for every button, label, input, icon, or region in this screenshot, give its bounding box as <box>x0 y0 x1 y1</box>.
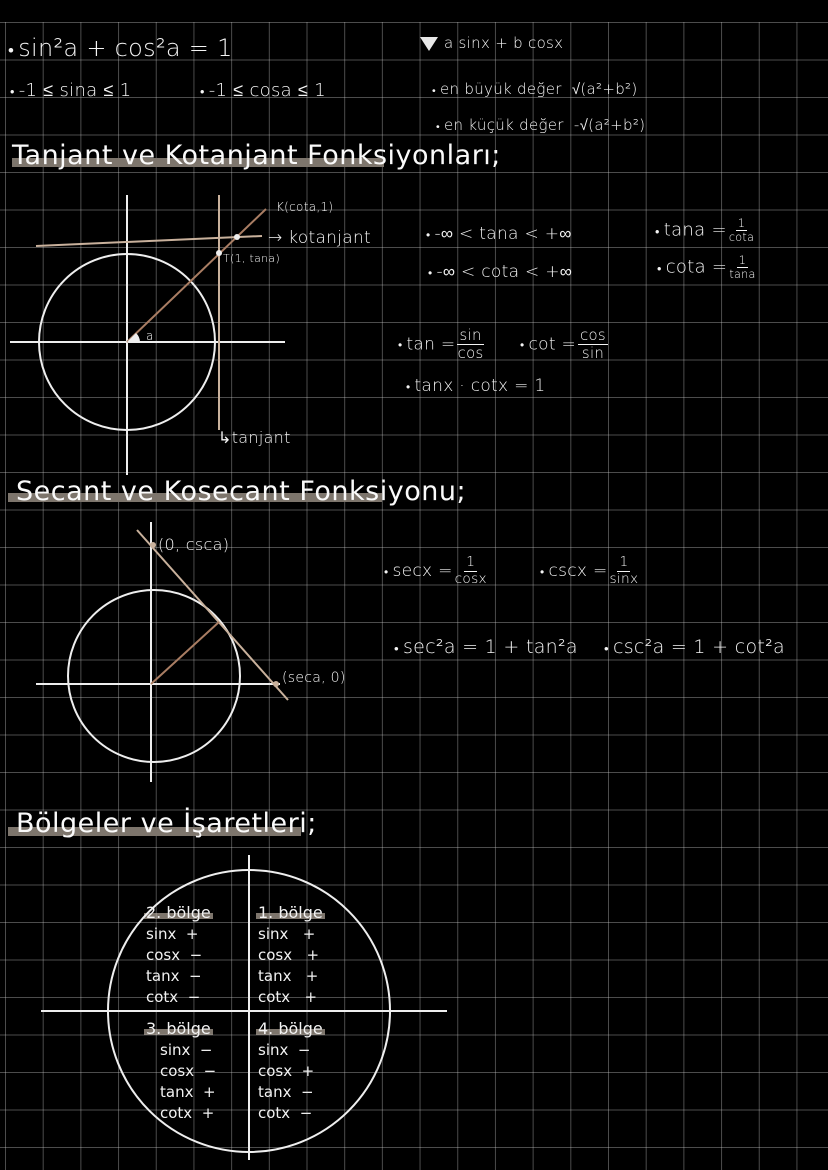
tanjant-label: ↳tanjant <box>218 428 291 447</box>
region-label: 2. bölge <box>144 903 213 922</box>
cos-range: •-1 ≤ cosa ≤ 1 <box>200 80 326 101</box>
max-value-line: •en büyük değer √(a²+b²) <box>432 80 638 98</box>
amplitude-expression: a sinx + b cosx <box>420 34 563 52</box>
quadrant-1: 1. bölge sinx + cosx + tanx + cotx + <box>256 903 325 1006</box>
heading-highlight <box>8 493 382 502</box>
quadrant-2: 2. bölge sinx + cosx − tanx − cotx − <box>144 903 213 1006</box>
tan-cot-product: •tanx · cotx = 1 <box>406 376 546 396</box>
sin-range: •-1 ≤ sina ≤ 1 <box>10 80 132 101</box>
warning-icon <box>420 36 438 51</box>
pythagorean-identity: •sin²a + cos²a = 1 <box>8 34 233 62</box>
point-k-label: K(cota,1) <box>276 200 334 214</box>
tan-range: •-∞ < tana < +∞ <box>426 224 572 244</box>
region-label: 3. bölge <box>144 1019 213 1038</box>
region-label: 1. bölge <box>256 903 325 922</box>
quadrant-3: 3. bölge sinx − cosx − tanx + cotx + <box>144 1019 217 1122</box>
heading-highlight <box>12 158 384 167</box>
point-t-label: T(1, tana) <box>223 252 281 265</box>
angle-label: a <box>146 329 154 343</box>
min-value-line: •en küçük değer -√(a²+b²) <box>436 116 646 134</box>
point-sec-label: (seca, 0) <box>282 670 346 686</box>
section-heading-regions: Bölgeler ve İşaretleri; <box>16 808 317 839</box>
region-label: 4. bölge <box>256 1019 325 1038</box>
grid-paper-background <box>0 22 828 1170</box>
section-heading-tan-cot: Tanjant ve Kotanjant Fonksiyonları; <box>12 140 501 171</box>
heading-highlight <box>8 827 301 836</box>
kotanjant-label: → kotanjant <box>268 228 372 248</box>
cot-range: •-∞ < cota < +∞ <box>428 262 573 282</box>
sec-squared-identity: •sec²a = 1 + tan²a <box>394 636 578 658</box>
quadrant-4: 4. bölge sinx − cosx + tanx − cotx − <box>256 1019 325 1122</box>
point-csc-label: (0, csca) <box>158 535 230 554</box>
section-heading-sec-csc: Secant ve Kosecant Fonksiyonu; <box>16 476 467 507</box>
csc-squared-identity: •csc²a = 1 + cot²a <box>604 636 785 658</box>
